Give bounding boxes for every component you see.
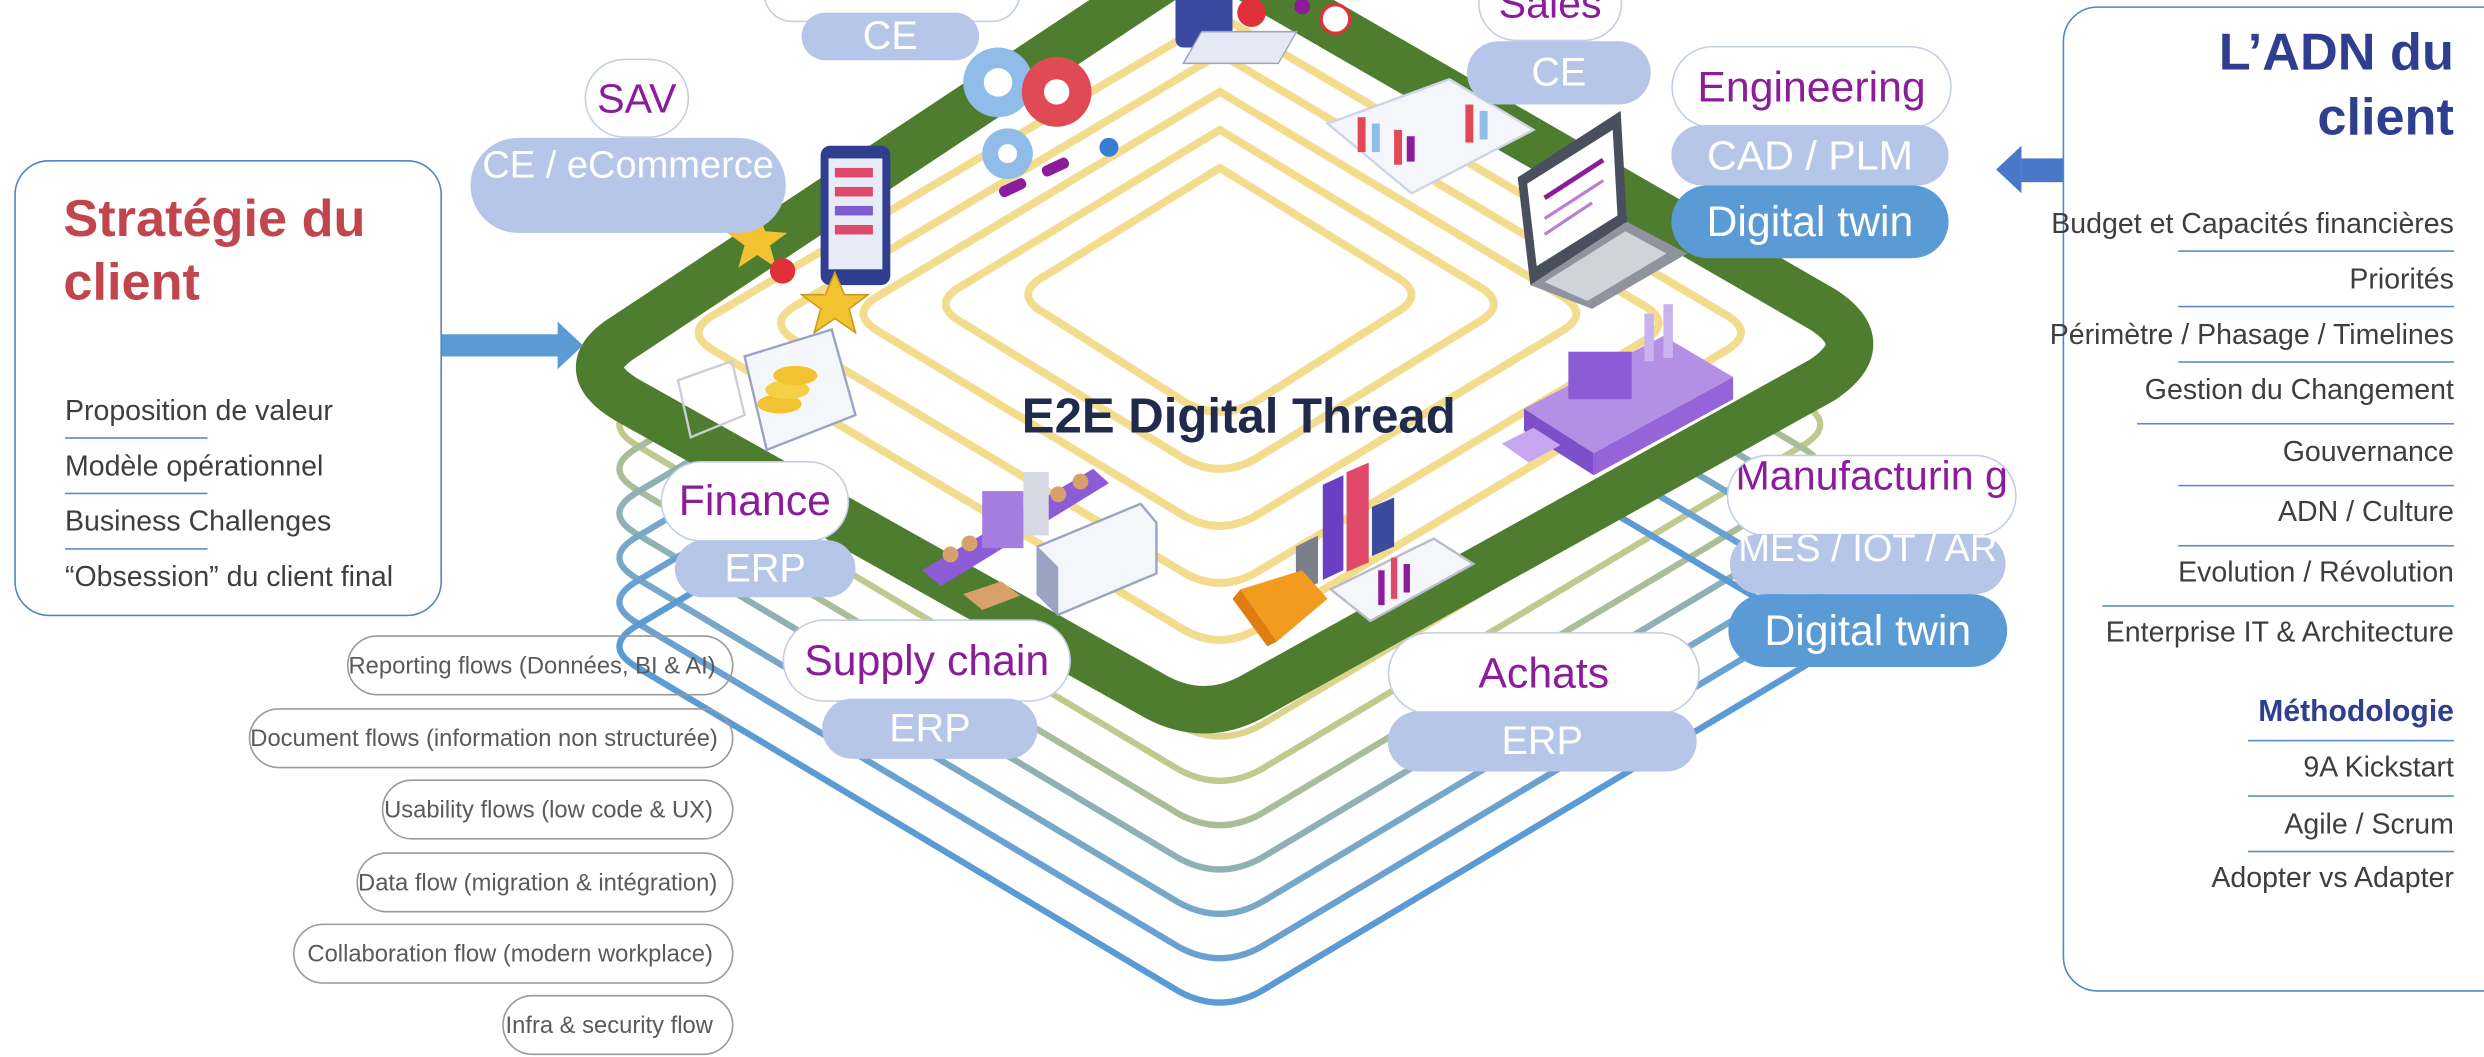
right-panel-title: L’ADN du client xyxy=(2218,22,2454,146)
right-item-evolution: Evolution / Révolution xyxy=(2178,556,2454,588)
sav-sub-pill: CE / eCommerce xyxy=(470,137,786,233)
right-item-underline xyxy=(2178,305,2454,308)
dashboard-chart-icon xyxy=(1325,77,1536,195)
right-item-scope: Périmètre / Phasage / Timelines xyxy=(2049,318,2454,351)
manufacturing-sub-pill: MES / IOT / AR xyxy=(1729,533,2006,595)
engineering-pill: Engineering xyxy=(1671,45,1952,129)
right-item-underline xyxy=(2178,250,2454,252)
right-item-priorities: Priorités xyxy=(2349,262,2454,295)
center-title: E2E Digital Thread xyxy=(1021,388,1456,444)
right-item-underline xyxy=(2178,361,2454,363)
flow-data: Data flow (migration & intégration) xyxy=(356,852,734,913)
sav-pill: SAV xyxy=(584,58,690,138)
finance-pill: Finance xyxy=(660,461,850,542)
flow-document: Document flows (information non structur… xyxy=(248,708,734,769)
manufacturing-pill: Manufacturin g xyxy=(1726,454,2017,538)
inner-flow-loop xyxy=(859,87,1581,530)
sales-sub-pill: CE xyxy=(1466,41,1651,105)
right-item-governance: Gouvernance xyxy=(2282,435,2454,468)
smartphone-icon xyxy=(1175,0,1298,65)
bar-chart-basket-icon xyxy=(1232,462,1476,647)
finance-sub-pill: ERP xyxy=(674,540,856,598)
left-item-business-challenges: Business Challenges xyxy=(64,505,332,538)
right-item-underline xyxy=(2178,544,2454,547)
methodology-underline xyxy=(2247,739,2454,742)
achats-pill: Achats xyxy=(1387,632,1700,715)
left-item-value-proposition: Proposition de valeur xyxy=(64,394,333,427)
right-item-budget: Budget et Capacités financières xyxy=(2051,207,2454,240)
laptop-icon xyxy=(1517,110,1688,309)
right-dna-panel xyxy=(2062,6,2484,992)
top-left-ce-pill: CE xyxy=(801,12,980,61)
flow-reporting: Reporting flows (Données, BI & AI) xyxy=(346,635,734,696)
inner-flow-loop xyxy=(1024,163,1416,416)
methodology-item-agile: Agile / Scrum xyxy=(2284,807,2454,840)
left-item-underline xyxy=(64,437,208,439)
methodology-item-adopter: Adopter vs Adapter xyxy=(2211,861,2454,894)
conveyor-truck-icon xyxy=(922,468,1158,617)
supply-chain-sub-pill: ERP xyxy=(822,698,1038,759)
sales-pill: Sales xyxy=(1478,0,1623,42)
methodology-title: Méthodologie xyxy=(2258,695,2454,729)
inner-flow-loop xyxy=(694,11,1745,644)
flow-infra-security: Infra & security flow xyxy=(502,994,734,1056)
left-item-customer-obsession: “Obsession” du client final xyxy=(64,560,394,593)
right-item-enterprise-it: Enterprise IT & Architecture xyxy=(2105,616,2454,648)
flow-usability: Usability flows (low code & UX) xyxy=(381,779,734,840)
gears-icon xyxy=(963,47,1119,198)
megaphone-icon xyxy=(1237,0,1352,35)
flow-loop xyxy=(616,53,1824,784)
engineering-digital-twin-pill: Digital twin xyxy=(1671,185,1949,259)
achats-sub-pill: ERP xyxy=(1387,711,1697,772)
left-strategy-panel xyxy=(14,160,442,617)
left-item-underline xyxy=(64,548,208,550)
flow-collaboration: Collaboration flow (modern workplace) xyxy=(293,923,734,984)
left-item-operational-model: Modèle opérationnel xyxy=(64,449,324,482)
right-item-underline xyxy=(2178,484,2454,487)
inner-flow-loop xyxy=(942,125,1498,473)
methodology-item-kickstart: 9A Kickstart xyxy=(2303,750,2454,783)
methodology-underline xyxy=(2247,795,2454,797)
mobile-app-icon xyxy=(820,145,891,286)
star-icon xyxy=(727,209,871,335)
right-item-change-management: Gestion du Changement xyxy=(2144,373,2454,406)
engineering-sub-pill: CAD / PLM xyxy=(1671,125,1949,186)
supply-chain-pill: Supply chain xyxy=(782,619,1071,702)
monitor-coins-icon xyxy=(676,328,857,452)
manufacturing-digital-twin-pill: Digital twin xyxy=(1728,594,2008,667)
left-panel-title: Stratégie du client xyxy=(63,188,366,311)
right-item-dna-culture: ADN / Culture xyxy=(2278,495,2454,528)
left-item-underline xyxy=(64,492,208,495)
methodology-underline xyxy=(2247,850,2454,853)
inner-flow-loop xyxy=(777,49,1663,587)
right-item-underline xyxy=(2137,422,2454,425)
right-item-underline xyxy=(2102,605,2454,607)
factory-icon xyxy=(1501,304,1734,476)
